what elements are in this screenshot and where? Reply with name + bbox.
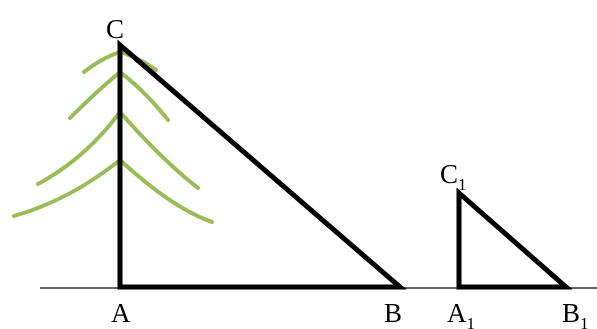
tree-branch-2-left: [68, 70, 122, 120]
label-b1: B1: [562, 298, 589, 329]
tree-branch-3-left: [36, 110, 122, 186]
tree-branch-4-right: [118, 158, 214, 224]
label-c1: C1: [440, 159, 467, 194]
label-c: C: [106, 14, 124, 44]
triangle-abc: [117, 39, 407, 290]
label-c1-letter: C: [440, 159, 458, 189]
label-b1-letter: B: [562, 298, 580, 328]
label-a1-letter: A: [447, 298, 467, 328]
label-a1: A1: [447, 298, 475, 329]
label-c1-subscript: 1: [458, 175, 467, 194]
triangle-a1b1c1: [456, 187, 573, 290]
tree-branch-1-left: [82, 50, 122, 74]
tree-branch-2-right: [118, 70, 170, 122]
label-b: B: [384, 298, 402, 328]
label-a1-subscript: 1: [467, 314, 476, 329]
label-b1-subscript: 1: [580, 314, 589, 329]
tree-branch-3-right: [118, 110, 200, 190]
tree-branch-4-left: [12, 158, 122, 218]
label-a: A: [111, 298, 131, 328]
tree-branches: [12, 50, 214, 224]
